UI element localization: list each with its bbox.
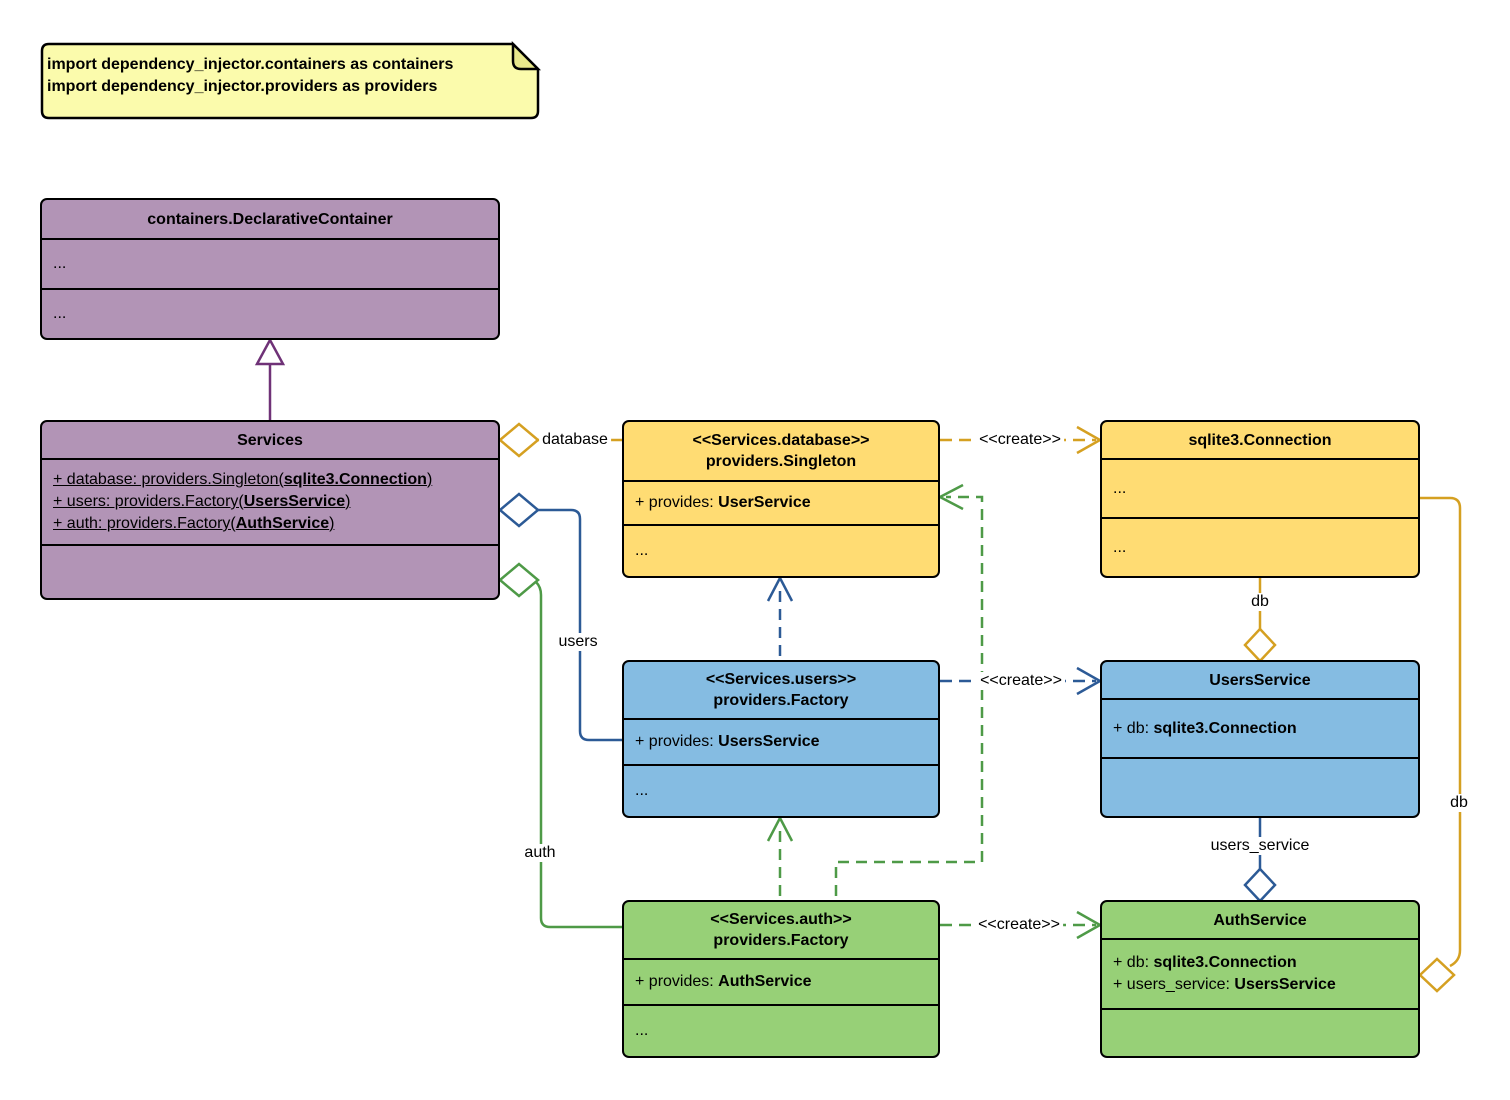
edge-aggregation-db-auth bbox=[1418, 496, 1462, 993]
edge-label-create-users: <<create>> bbox=[977, 672, 1065, 690]
edge-label-users-service: users_service bbox=[1207, 837, 1313, 855]
note-line-1: import dependency_injector.containers as… bbox=[47, 56, 454, 73]
class-name: providers.Factory bbox=[713, 692, 849, 709]
edge-label-users: users bbox=[555, 633, 601, 651]
attribute-provides: + provides: UserService bbox=[635, 494, 811, 511]
class-title: <<Services.users>> providers.Factory bbox=[624, 662, 938, 718]
class-stereotype: <<Services.database>> bbox=[692, 432, 870, 449]
class-attributes-section: + provides: UserService bbox=[624, 480, 938, 524]
class-methods-section: ... bbox=[624, 764, 938, 816]
class-methods-section: ... bbox=[624, 524, 938, 576]
class-methods-section: ... bbox=[624, 1004, 938, 1056]
edge-dependency-usersfactory-singleton bbox=[766, 575, 794, 656]
attribute-provides: + provides: AuthService bbox=[635, 973, 812, 990]
class-declarative-container[interactable]: containers.DeclarativeContainer ... ... bbox=[40, 198, 500, 340]
edge-inheritance-services bbox=[254, 337, 286, 420]
edge-label-create-sqlite: <<create>> bbox=[976, 431, 1064, 449]
class-services[interactable]: Services + database: providers.Singleton… bbox=[40, 420, 500, 600]
import-note[interactable]: import dependency_injector.containers as… bbox=[47, 54, 533, 98]
class-methods-section: ... bbox=[42, 288, 498, 338]
attribute-database: + database: providers.Singleton(sqlite3.… bbox=[53, 471, 433, 488]
class-attributes-section: + database: providers.Singleton(sqlite3.… bbox=[42, 458, 498, 544]
edge-aggregation-users-service bbox=[1243, 818, 1277, 903]
class-methods-section bbox=[42, 544, 498, 598]
class-name: providers.Singleton bbox=[705, 453, 857, 470]
class-attributes-section: + db: sqlite3.Connection bbox=[1102, 698, 1418, 757]
class-attributes-section: + provides: AuthService bbox=[624, 958, 938, 1004]
class-name: providers.Factory bbox=[713, 932, 849, 949]
class-title: <<Services.database>> providers.Singleto… bbox=[624, 422, 938, 480]
class-attributes-section: ... bbox=[42, 238, 498, 288]
attribute-db: + db: sqlite3.Connection bbox=[1113, 719, 1297, 737]
class-title: sqlite3.Connection bbox=[1188, 431, 1332, 449]
class-methods-section bbox=[1102, 757, 1418, 816]
note-fold-icon bbox=[511, 40, 542, 71]
edge-label-database: database bbox=[539, 431, 611, 449]
attribute-users-service: + users_service: UsersService bbox=[1113, 976, 1336, 993]
attribute-db: + db: sqlite3.Connection bbox=[1113, 954, 1297, 971]
class-auth-factory[interactable]: <<Services.auth>> providers.Factory + pr… bbox=[622, 900, 940, 1058]
edge-dependency-authfactory-singleton bbox=[834, 483, 984, 896]
class-title: Services bbox=[237, 431, 303, 449]
edge-label-db-users: db bbox=[1248, 593, 1272, 611]
class-users-service[interactable]: UsersService + db: sqlite3.Connection bbox=[1100, 660, 1420, 818]
edge-aggregation-db-users bbox=[1243, 578, 1277, 663]
class-methods-section: ... bbox=[1102, 517, 1418, 576]
class-users-factory[interactable]: <<Services.users>> providers.Factory + p… bbox=[622, 660, 940, 818]
attribute-users: + users: providers.Factory(UsersService) bbox=[53, 493, 351, 510]
class-auth-service[interactable]: AuthService + db: sqlite3.Connection + u… bbox=[1100, 900, 1420, 1058]
class-title: UsersService bbox=[1209, 671, 1311, 689]
edge-aggregation-users bbox=[498, 492, 622, 742]
class-attributes-section: + provides: UsersService bbox=[624, 718, 938, 764]
class-attributes-section: ... bbox=[1102, 458, 1418, 517]
edge-dependency-authfactory-usersfactory bbox=[766, 815, 794, 896]
class-title: <<Services.auth>> providers.Factory bbox=[624, 902, 938, 958]
class-methods-section bbox=[1102, 1008, 1418, 1056]
attribute-auth: + auth: providers.Factory(AuthService) bbox=[53, 515, 335, 532]
class-attributes-section: + db: sqlite3.Connection + users_service… bbox=[1102, 938, 1418, 1008]
edge-label-db-auth: db bbox=[1447, 794, 1471, 812]
class-title: containers.DeclarativeContainer bbox=[147, 210, 393, 228]
class-sqlite-connection[interactable]: sqlite3.Connection ... ... bbox=[1100, 420, 1420, 578]
note-shape[interactable] bbox=[40, 40, 542, 120]
attribute-provides: + provides: UsersService bbox=[635, 733, 820, 750]
edge-label-create-auth: <<create>> bbox=[975, 916, 1063, 934]
class-title: AuthService bbox=[1213, 911, 1307, 929]
class-database-singleton[interactable]: <<Services.database>> providers.Singleto… bbox=[622, 420, 940, 578]
class-stereotype: <<Services.users>> bbox=[705, 671, 857, 688]
note-line-2: import dependency_injector.providers as … bbox=[47, 78, 438, 95]
edge-aggregation-auth bbox=[498, 562, 622, 929]
class-stereotype: <<Services.auth>> bbox=[710, 911, 852, 928]
edge-label-auth: auth bbox=[521, 844, 559, 862]
